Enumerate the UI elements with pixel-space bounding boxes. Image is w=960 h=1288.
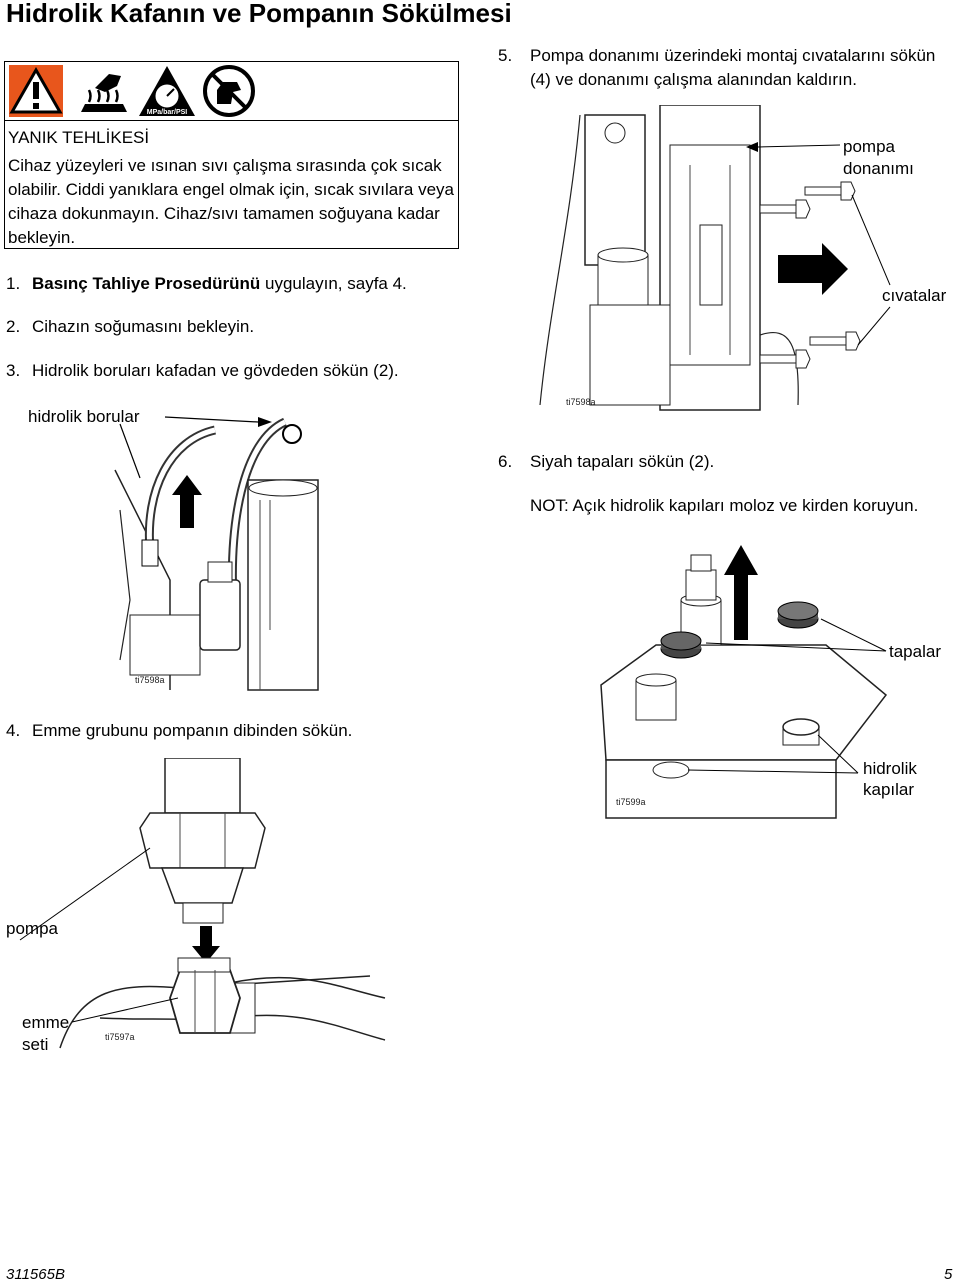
figure-tag: ti7597a — [105, 1032, 135, 1042]
figure-plugs: tapalar hidrolik kapılar ti7599a — [596, 545, 958, 820]
figure-hydraulic-hoses: hidrolik borular ti7598a — [20, 400, 320, 695]
figure-tag: ti7598a — [566, 397, 596, 407]
step-2: 2. Cihazın soğumasını bekleyin. — [6, 315, 254, 339]
pressure-gauge-icon: MPa/bar/PSI — [139, 66, 195, 116]
label-suction-kit-2: seti — [22, 1035, 48, 1054]
step-5: 5. Pompa donanımı üzerindeki montaj cıvat… — [498, 44, 958, 92]
hot-surface-icon — [71, 65, 133, 117]
figure-suction-kit: pompa emme seti ti7597a — [0, 758, 400, 1058]
bolt — [759, 349, 811, 369]
burn-hazard-warning: MPa/bar/PSI YANIK TEHLİKESİ Cihaz yüzeyl… — [4, 61, 459, 249]
figure-pump-hardware: pompa donanımı cıvatalar ti7598a — [530, 105, 958, 415]
page-title: Hidrolik Kafanın ve Pompanın Sökülmesi — [6, 0, 512, 28]
step-number: 6. — [498, 452, 513, 471]
no-touch-icon — [203, 65, 255, 117]
footer-doc-number: 311565B — [6, 1266, 65, 1283]
step-4: 4. Emme grubunu pompanın dibinden sökün. — [6, 719, 352, 743]
label-pump-hardware-2: donanımı — [843, 159, 914, 178]
step-6: 6. Siyah tapaları sökün (2). — [498, 450, 714, 474]
step-1-bold: Basınç Tahliye Prosedürünü — [32, 274, 261, 293]
step-number: 3. — [6, 361, 21, 380]
step-number: 4. — [6, 721, 21, 740]
warning-body: Cihaz yüzeyleri ve ısınan sıvı çalışma s… — [8, 156, 454, 247]
warning-icons-row: MPa/bar/PSI — [5, 62, 458, 121]
step-number: 1. — [6, 274, 21, 293]
step-2-text: Cihazın soğumasını bekleyin. — [32, 317, 255, 336]
label-hydraulic-ports-2: kapılar — [863, 780, 914, 799]
label-bolts: cıvatalar — [882, 286, 947, 305]
label-hydraulic-hoses: hidrolik borular — [28, 407, 140, 426]
step-1-text: uygulayın, sayfa 4. — [260, 274, 407, 293]
step-4-text: Emme grubunu pompanın dibinden sökün. — [32, 721, 353, 740]
label-plugs: tapalar — [889, 642, 941, 661]
step-number: 2. — [6, 317, 21, 336]
label-pump: pompa — [6, 919, 59, 938]
step-3-text: Hidrolik boruları kafadan ve gövdeden sö… — [32, 361, 399, 380]
bolt — [759, 199, 811, 219]
warning-triangle-icon — [9, 65, 63, 117]
label-hydraulic-ports-1: hidrolik — [863, 759, 917, 778]
label-suction-kit-1: emme — [22, 1013, 69, 1032]
step-1: 1. Basınç Tahliye Prosedürünü uygulayın, … — [6, 272, 407, 296]
figure-tag: ti7599a — [616, 797, 646, 807]
label-pump-hardware-1: pompa — [843, 137, 896, 156]
black-plug — [660, 631, 702, 659]
gauge-label: MPa/bar/PSI — [147, 109, 188, 116]
figure-tag: ti7598a — [135, 675, 165, 685]
step-5-text: Pompa donanımı üzerindeki montaj cıvatal… — [530, 46, 936, 89]
warning-heading: YANIK TEHLİKESİ — [8, 128, 150, 147]
note: NOT: Açık hidrolik kapıları moloz ve kir… — [530, 496, 919, 515]
bolt — [809, 331, 861, 351]
step-number: 5. — [498, 46, 513, 65]
warning-icons: MPa/bar/PSI — [9, 65, 255, 117]
bolt — [804, 181, 856, 201]
footer-page-number: 5 — [944, 1266, 953, 1283]
black-plug — [777, 601, 819, 629]
step-3: 3. Hidrolik boruları kafadan ve gövdeden … — [6, 359, 399, 383]
step-6-text: Siyah tapaları sökün (2). — [530, 452, 715, 471]
